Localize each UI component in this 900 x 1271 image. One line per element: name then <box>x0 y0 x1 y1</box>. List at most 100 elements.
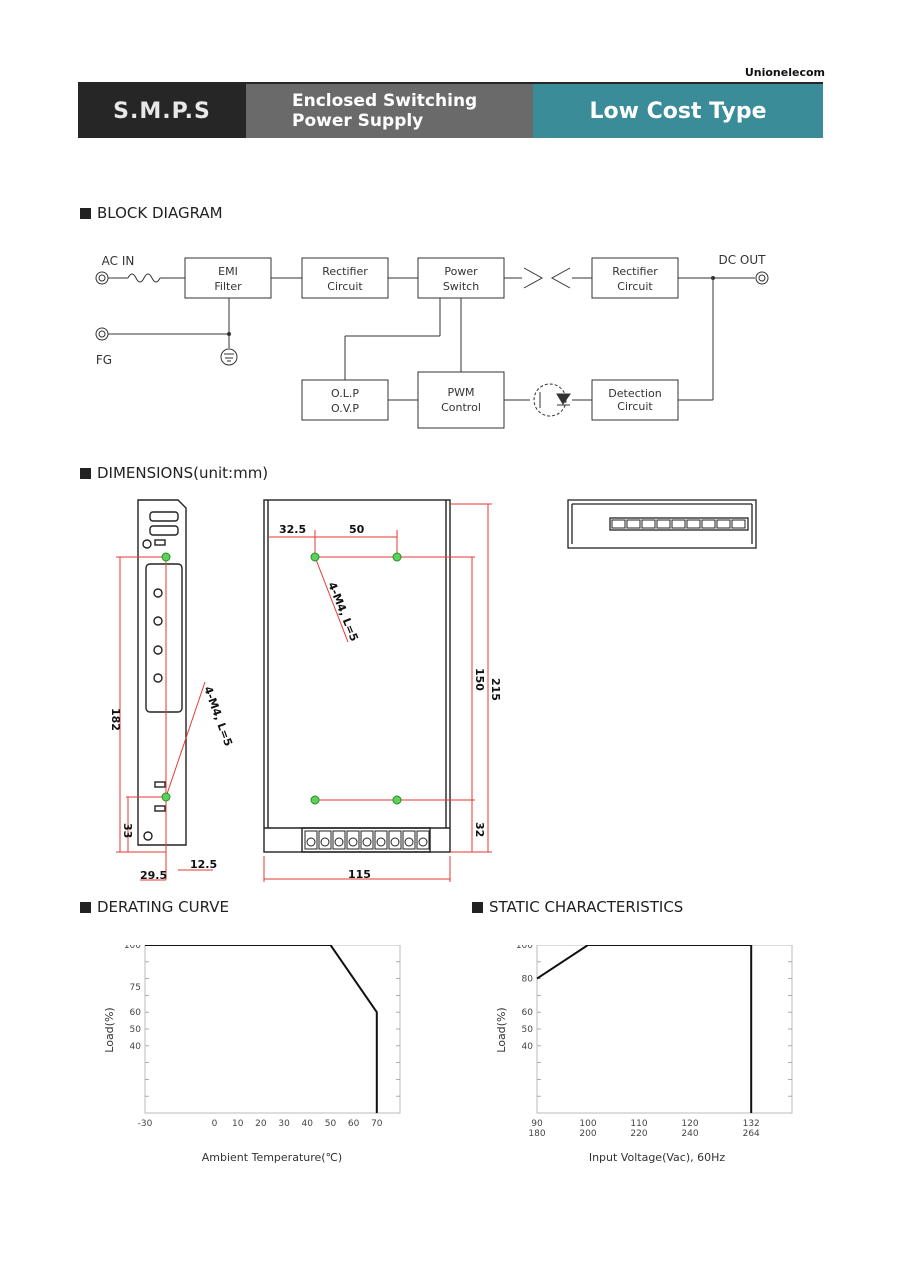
x-tick-label: 20 <box>255 1119 267 1129</box>
screw-head-icon <box>348 837 358 847</box>
olp-line2: O.V.P <box>331 402 359 415</box>
dim-215: 215 <box>489 678 502 701</box>
terminal-top-icon <box>611 519 626 529</box>
y-tick-label: 60 <box>522 1008 534 1018</box>
x-tick-label: 110 <box>630 1119 647 1129</box>
terminal-top-icon <box>731 519 746 529</box>
emi-line1: EMI <box>218 265 238 278</box>
screw-head-icon <box>334 837 344 847</box>
bullet-square-icon <box>80 207 91 219</box>
y-tick-label: 50 <box>130 1025 142 1035</box>
header-smps: S.M.P.S <box>78 84 246 138</box>
brand-name: Unionelecom <box>744 66 825 79</box>
screw-head-icon <box>320 837 330 847</box>
terminal-top-icon <box>626 519 641 529</box>
x-tick-label: 120 <box>681 1119 698 1129</box>
x-tick-label: 30 <box>278 1119 290 1129</box>
terminal-top-icon <box>641 519 656 529</box>
x-tick-label-secondary: 264 <box>743 1129 760 1139</box>
x-tick-label: 10 <box>232 1119 244 1129</box>
fg-terminal-icon <box>95 327 109 341</box>
static-plot-area <box>536 945 793 1114</box>
y-tick-label: 60 <box>130 1008 142 1018</box>
header-product-line2: Power Supply <box>292 111 424 131</box>
x-tick-label-secondary: 180 <box>528 1129 545 1139</box>
terminal-block <box>304 830 430 850</box>
y-tick-label: 50 <box>522 1025 534 1035</box>
static-series-line <box>536 945 753 1113</box>
y-tick-label: 40 <box>130 1042 142 1052</box>
screw-head-icon <box>418 837 428 847</box>
terminal-block-top <box>611 519 746 529</box>
terminal-screw-icon <box>304 830 318 850</box>
derating-plot-area <box>144 945 401 1114</box>
screw-label-side: 4-M4, L=5 <box>201 685 235 748</box>
fuse-icon <box>127 273 161 283</box>
terminal-screw-icon <box>346 830 360 850</box>
label-ac-in: AC IN <box>102 254 135 268</box>
section-title: BLOCK DIAGRAM <box>97 204 223 222</box>
terminal-top-icon <box>701 519 716 529</box>
block-diagram: AC IN FG DC OUT EMI Filter Rectifier Cir… <box>95 253 769 429</box>
terminal-screw-icon <box>388 830 402 850</box>
ac-in-terminal-icon <box>95 271 109 285</box>
header-product: Enclosed Switching Power Supply <box>246 84 533 138</box>
header-type: Low Cost Type <box>533 84 823 138</box>
rect-line1: Rectifier <box>322 265 368 278</box>
terminal-screw-icon <box>416 830 430 850</box>
top-view <box>567 499 757 549</box>
ground-icon <box>220 348 238 366</box>
dim-115: 115 <box>348 868 371 881</box>
x-tick-label: 40 <box>302 1119 314 1129</box>
screw-label-front: 4-M4, L=5 <box>325 580 361 643</box>
x-tick-label: 60 <box>348 1119 360 1129</box>
terminal-screw-icon <box>402 830 416 850</box>
dim-33: 33 <box>121 823 134 838</box>
y-tick-label: 100 <box>516 945 533 951</box>
section-static: STATIC CHARACTERISTICS <box>472 898 683 916</box>
x-tick-label: 0 <box>212 1119 218 1129</box>
derating-ylabel: Load(%) <box>103 1007 116 1052</box>
screw-head-icon <box>306 837 316 847</box>
screw-head-icon <box>376 837 386 847</box>
rect-line2: Circuit <box>327 280 363 293</box>
y-tick-label: 40 <box>522 1042 534 1052</box>
bullet-square-icon <box>80 901 91 913</box>
psw-line1: Power <box>444 265 478 278</box>
terminal-top-icon <box>716 519 731 529</box>
x-tick-label: 132 <box>743 1119 760 1129</box>
terminal-screw-icon <box>360 830 374 850</box>
section-derating: DERATING CURVE <box>80 898 229 916</box>
y-tick-label: 80 <box>522 975 534 985</box>
section-block-diagram: BLOCK DIAGRAM <box>80 204 223 222</box>
derating-xlabel: Ambient Temperature(℃) <box>202 1151 342 1164</box>
x-tick-label: 70 <box>371 1119 383 1129</box>
x-tick-label: 90 <box>531 1119 543 1129</box>
terminal-top-icon <box>686 519 701 529</box>
static-xlabel: Input Voltage(Vac), 60Hz <box>589 1151 726 1164</box>
det-line2: Circuit <box>617 400 653 413</box>
bullet-square-icon <box>472 901 483 913</box>
transformer-icon <box>523 267 544 289</box>
emi-line2: Filter <box>214 280 242 293</box>
psw-line2: Switch <box>443 280 479 293</box>
dim-182: 182 <box>109 708 122 731</box>
dim-32: 32 <box>473 822 486 837</box>
section-title: STATIC CHARACTERISTICS <box>489 898 684 916</box>
screw-head-icon <box>404 837 414 847</box>
y-tick-label: 100 <box>124 945 141 951</box>
terminal-screw-icon <box>332 830 346 850</box>
terminal-top-icon <box>656 519 671 529</box>
x-tick-label-secondary: 220 <box>630 1129 647 1139</box>
label-dc-out: DC OUT <box>719 253 767 267</box>
dim-150: 150 <box>473 668 486 691</box>
x-tick-label: 100 <box>579 1119 596 1129</box>
x-tick-label-secondary: 200 <box>579 1129 596 1139</box>
header-rule <box>78 82 823 85</box>
header-product-line1: Enclosed Switching <box>292 91 478 111</box>
dimensions-drawing: 182 33 12.5 29.5 4-M4, L=5 32.5 50 150 <box>109 499 757 882</box>
dim-32-5: 32.5 <box>279 523 306 536</box>
derating-series-line <box>145 945 378 1113</box>
